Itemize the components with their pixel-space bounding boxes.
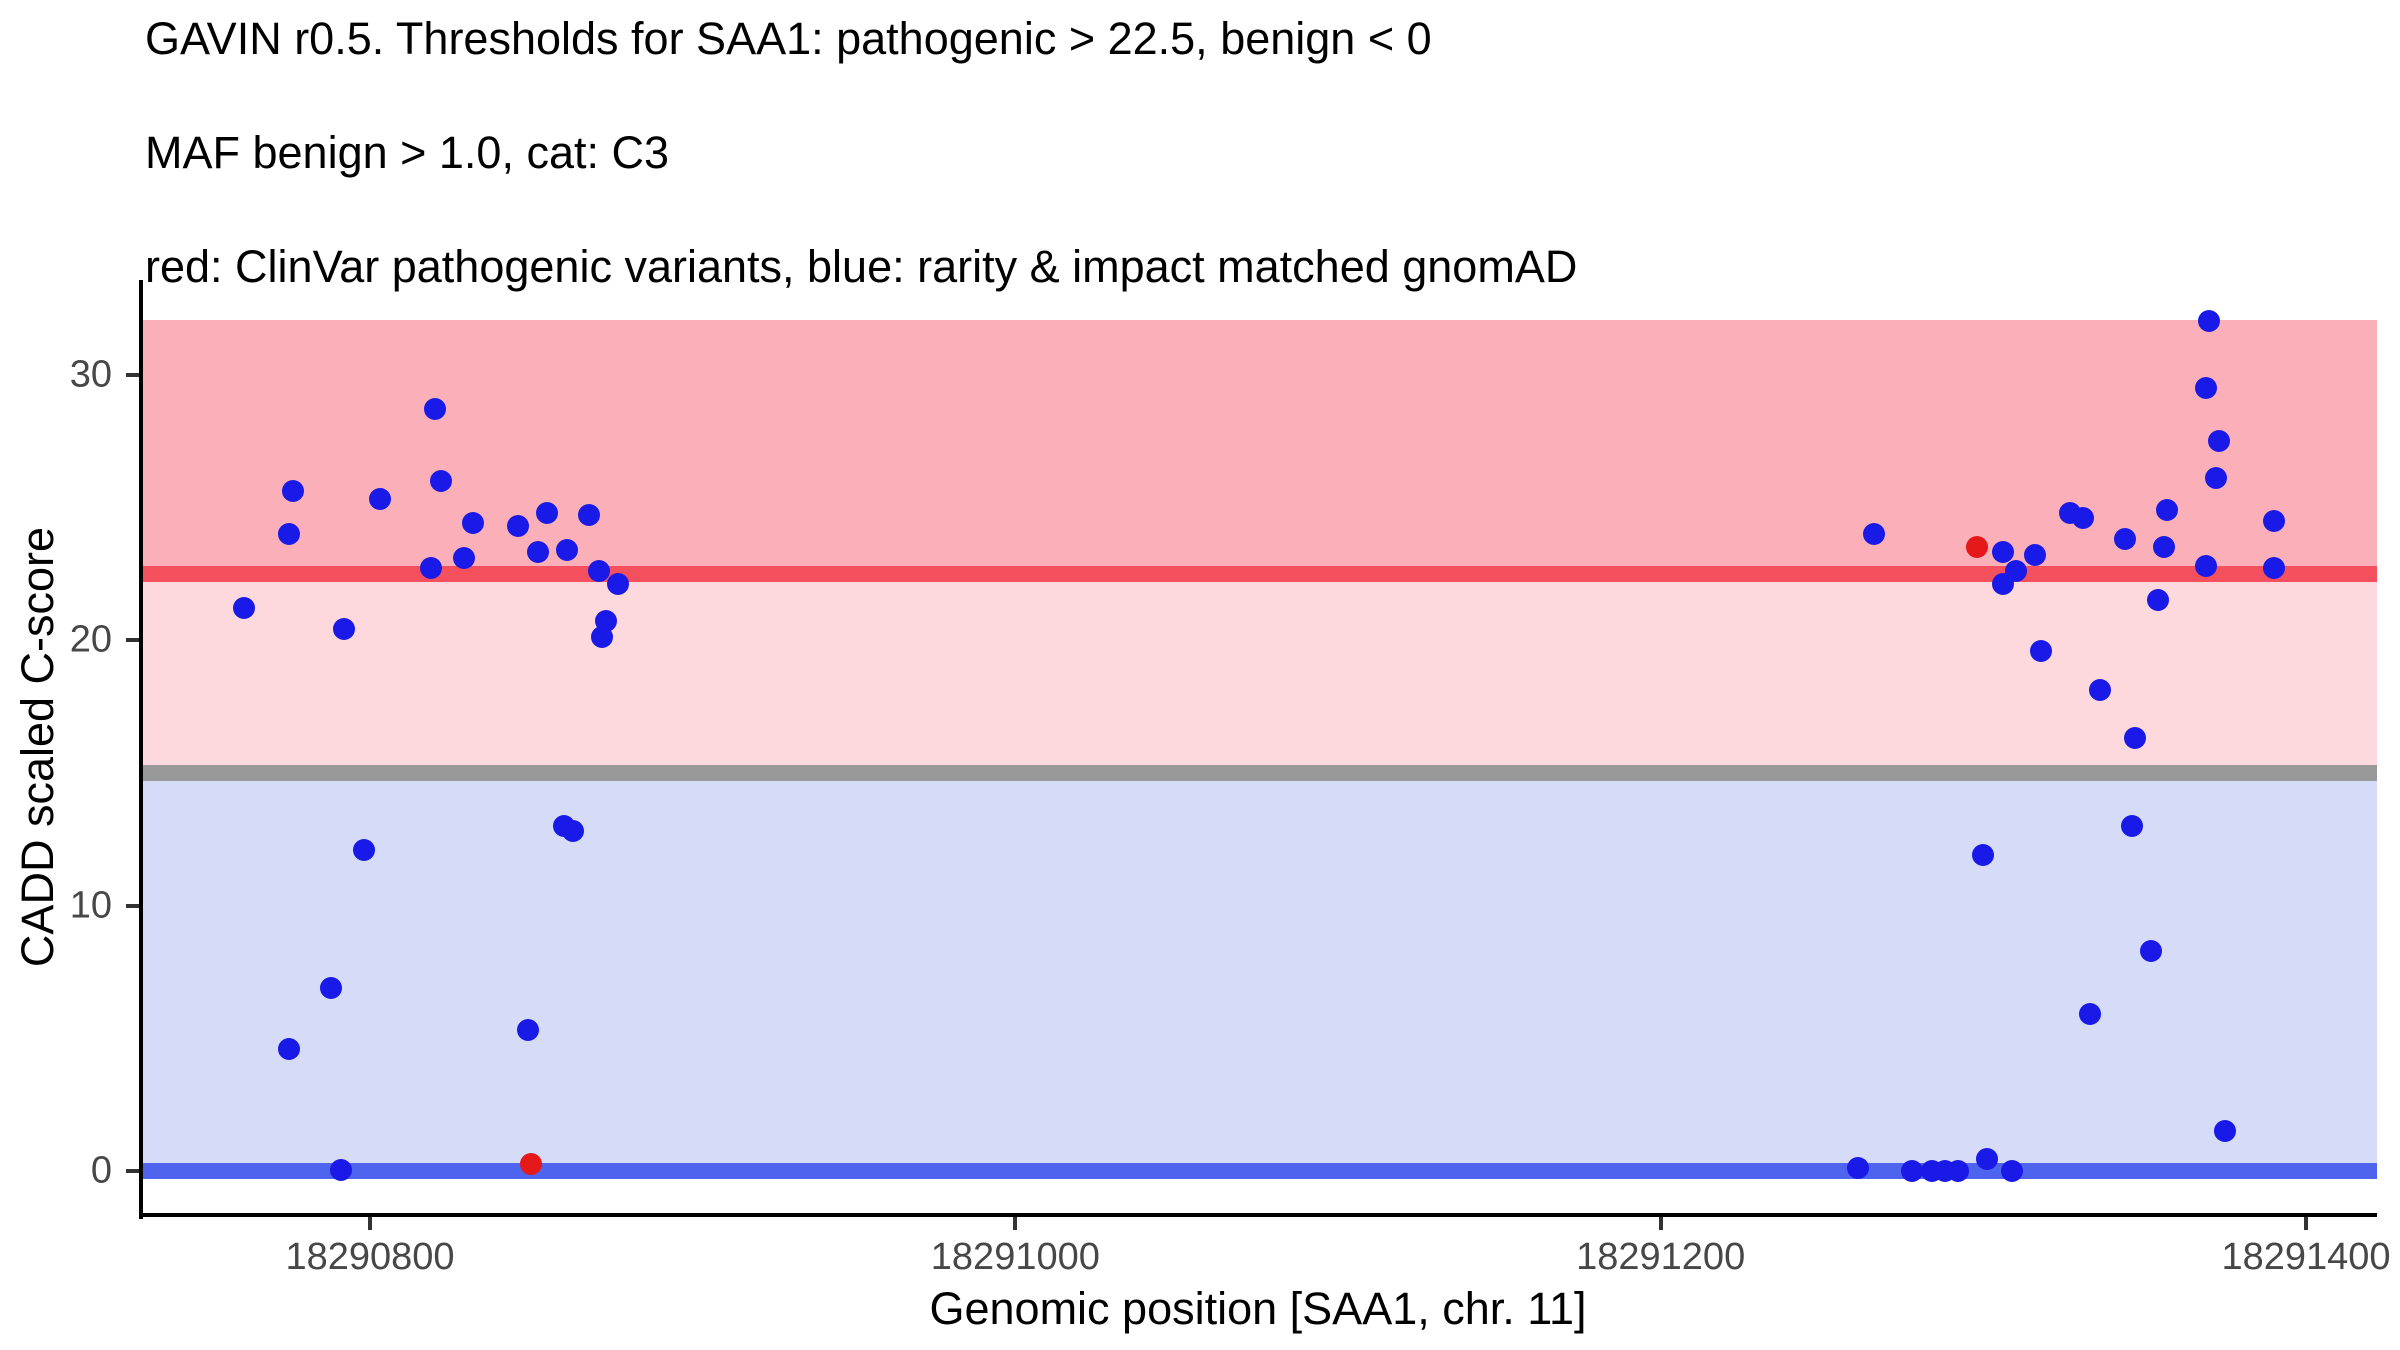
- data-point: [2153, 536, 2176, 559]
- data-point: [1972, 844, 1995, 867]
- x-axis-title: Genomic position [SAA1, chr. 11]: [929, 1283, 1587, 1334]
- data-point: [555, 538, 578, 561]
- data-point: [2214, 1120, 2237, 1143]
- data-point: [1862, 522, 1885, 545]
- data-point: [368, 488, 391, 511]
- y-tick: [126, 638, 139, 642]
- pathogenic-zone-band: [143, 320, 2377, 574]
- y-tick-label: 20: [69, 618, 112, 661]
- x-tick: [368, 1217, 372, 1230]
- data-point: [1846, 1157, 1869, 1180]
- data-point: [462, 512, 485, 535]
- data-point: [233, 597, 256, 620]
- data-point: [536, 501, 559, 524]
- plot-title-line-2: MAF benign > 1.0, cat: C3: [145, 127, 670, 178]
- vus-zone-band: [143, 573, 2377, 773]
- data-point: [507, 514, 530, 537]
- data-point: [352, 838, 375, 861]
- data-point: [2023, 544, 2046, 567]
- y-tick-label: 30: [69, 353, 112, 395]
- y-axis-title: CADD scaled C-score: [12, 526, 63, 968]
- data-point: [2001, 1160, 2024, 1182]
- data-point: [2204, 467, 2227, 490]
- data-point: [333, 618, 356, 641]
- data-point: [517, 1019, 540, 1042]
- data-point: [562, 820, 585, 843]
- benign-zone-band: [143, 772, 2377, 1171]
- data-point: [329, 1158, 352, 1181]
- x-tick: [1013, 1217, 1018, 1230]
- data-point: [1975, 1148, 1998, 1171]
- data-point: [588, 559, 611, 582]
- x-tick-label: 18290800: [285, 1236, 455, 1278]
- data-point: [2072, 506, 2095, 529]
- data-point: [2004, 559, 2027, 582]
- data-point: [429, 469, 452, 492]
- y-tick-label: 10: [69, 884, 112, 926]
- data-point: [2194, 554, 2217, 577]
- data-point: [452, 546, 475, 569]
- data-point: [2030, 639, 2053, 662]
- x-tick: [2304, 1217, 2309, 1230]
- data-point: [423, 398, 446, 420]
- y-tick: [126, 903, 139, 908]
- data-point: [1965, 536, 1988, 559]
- data-point: [2156, 498, 2179, 521]
- data-point: [607, 573, 630, 596]
- data-point: [278, 1037, 301, 1060]
- data-point: [2120, 814, 2143, 837]
- y-axis-line: [139, 280, 143, 1219]
- y-tick: [126, 1169, 139, 1173]
- benign-threshold-line: [143, 1163, 2377, 1179]
- data-point: [320, 976, 343, 999]
- fallback-threshold-line: [143, 764, 2377, 781]
- x-tick: [1658, 1217, 1663, 1230]
- pathogenic-threshold-line: [143, 565, 2377, 582]
- data-point: [520, 1153, 543, 1176]
- data-point: [2114, 528, 2137, 551]
- data-point: [2088, 679, 2111, 702]
- data-point: [2198, 310, 2221, 333]
- data-point: [2124, 727, 2146, 750]
- data-point: [2140, 939, 2163, 962]
- data-point: [578, 504, 601, 527]
- y-tick: [126, 372, 139, 377]
- y-tick-label: 0: [90, 1149, 112, 1192]
- data-point: [281, 480, 304, 503]
- data-point: [2207, 429, 2230, 452]
- x-tick-label: 18291000: [930, 1236, 1100, 1278]
- data-point: [2146, 589, 2169, 612]
- x-tick-label: 18291200: [1576, 1236, 1746, 1278]
- data-point: [2262, 557, 2285, 580]
- data-point: [278, 522, 301, 545]
- data-point: [1901, 1160, 1924, 1182]
- data-point: [2078, 1003, 2101, 1026]
- plot-title-line-3: red: ClinVar pathogenic variants, blue: …: [145, 241, 1578, 292]
- data-point: [1946, 1160, 1969, 1182]
- x-axis-line: [139, 1213, 2377, 1217]
- data-point: [1991, 541, 2014, 564]
- data-point: [2262, 509, 2285, 532]
- x-tick-label: 18291400: [2221, 1236, 2391, 1278]
- data-point: [594, 610, 617, 633]
- data-point: [526, 541, 549, 564]
- data-point: [2194, 376, 2217, 399]
- plot-title-line-1: GAVIN r0.5. Thresholds for SAA1: pathoge…: [145, 13, 1432, 64]
- data-point: [420, 557, 443, 580]
